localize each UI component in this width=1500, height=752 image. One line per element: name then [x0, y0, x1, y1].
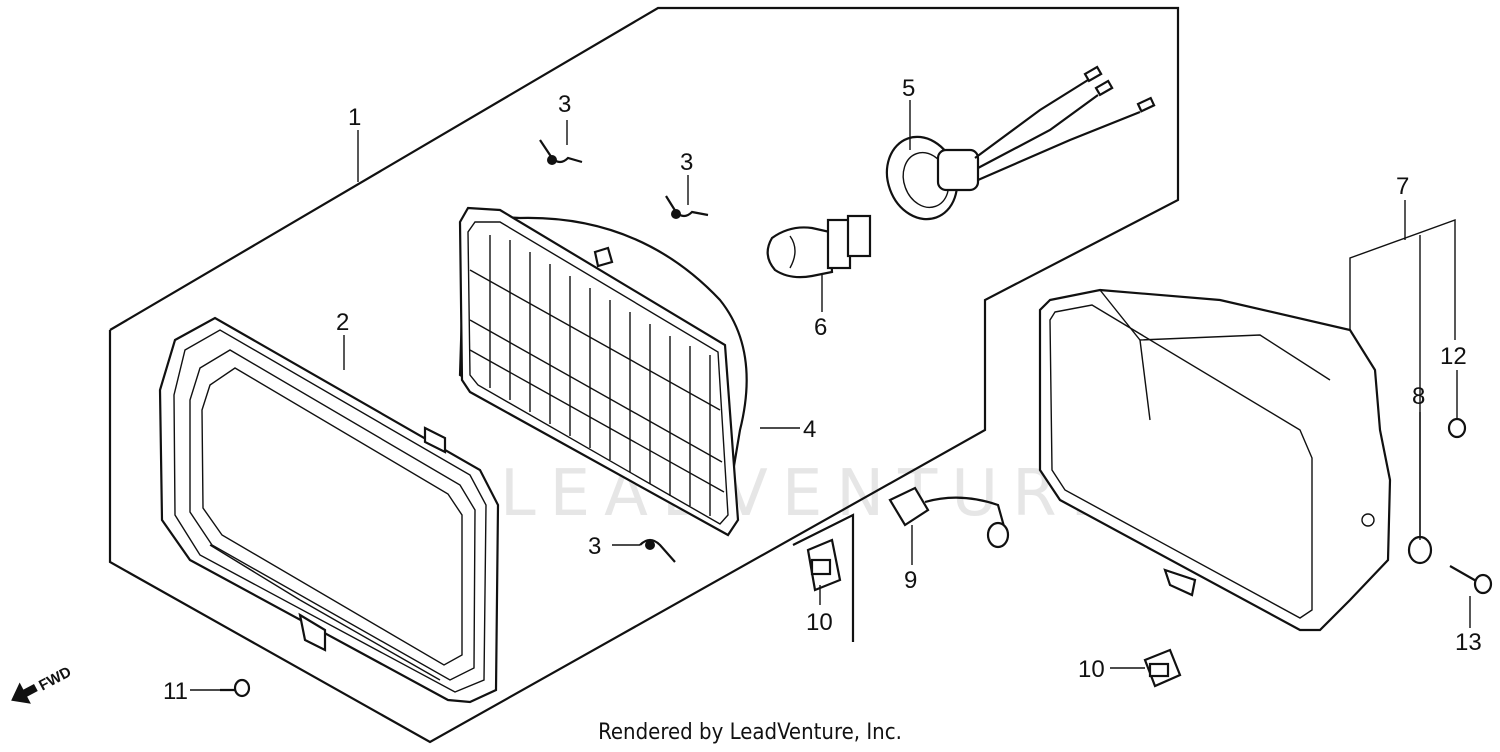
callout-4: 4: [803, 416, 816, 443]
harness-clamp: [888, 486, 1010, 549]
arrow-icon: [11, 682, 38, 704]
callout-3-bottom: 3: [588, 533, 601, 560]
lens-grid: [469, 235, 725, 516]
callout-5: 5: [902, 75, 915, 102]
watermark-text: LEADVENTURE: [500, 457, 1125, 531]
headlight-bulb: [766, 214, 872, 279]
headlight-lens: [458, 206, 748, 537]
callout-3-middle: 3: [680, 149, 693, 176]
callout-10-lower: 10: [1078, 656, 1105, 683]
clip-10-lower: [1143, 648, 1182, 688]
clip-10-upper: [806, 538, 842, 592]
callout-1: 1: [348, 104, 361, 131]
callout-10-upper: 10: [806, 609, 833, 636]
forward-arrow: FWD: [11, 663, 74, 704]
clip-3-middle: [665, 195, 709, 219]
fwd-label: FWD: [36, 663, 74, 694]
clip-3-top: [539, 139, 583, 165]
callout-6: 6: [814, 314, 827, 341]
headlight-case: [1038, 288, 1392, 632]
nut: [1447, 417, 1467, 439]
callout-12: 12: [1440, 343, 1467, 370]
callout-7: 7: [1396, 173, 1409, 200]
bracket-10-outline: [792, 513, 855, 642]
screw-11: [220, 678, 251, 698]
callout-3-top: 3: [558, 91, 571, 118]
collar: [1407, 535, 1433, 565]
headlight-rim: [158, 316, 500, 704]
bulb-socket: [885, 65, 1156, 221]
assembly-outline: [108, 6, 1180, 744]
callout-9: 9: [904, 567, 917, 594]
render-credit: Rendered by LeadVenture, Inc.: [598, 720, 902, 745]
callout-13: 13: [1455, 629, 1482, 656]
clip-3-bottom: [639, 538, 676, 563]
leader-lines: [190, 100, 1471, 691]
callout-8: 8: [1412, 383, 1425, 410]
bracket-7: [1349, 219, 1456, 340]
callout-2: 2: [336, 309, 349, 336]
callout-11: 11: [163, 678, 188, 705]
bolt-13: [1449, 565, 1493, 595]
